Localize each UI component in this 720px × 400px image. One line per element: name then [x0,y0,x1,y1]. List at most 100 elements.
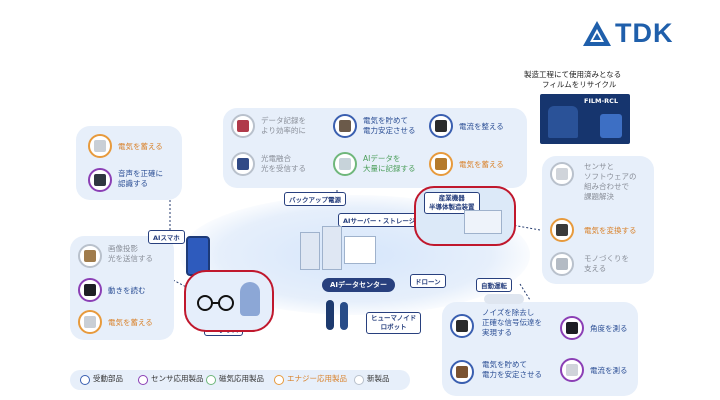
server-rack-2 [322,226,342,270]
inductor-icon [435,120,447,132]
microphone-sensor-icon [94,174,106,186]
recycled-jacket [548,106,578,138]
legend-magnetic-ring-icon [206,375,216,385]
dc-item-1-label: データ記録を より効率的に [261,116,306,135]
battery-cell-icon [84,316,96,328]
ai-server-tag: AIサーバー・ストレージ [338,213,421,227]
phone-item-2-label: 音声を正確に 認識する [118,169,163,188]
server-rack-3 [344,236,376,264]
legend-label-1: 受動部品 [93,374,123,383]
industrial-tag: 産業機器 半導体製造装置 [424,192,480,214]
dc-item-6-label: 電気を蓄える [459,160,504,169]
auto-panel: ノイズを除去し 正確な信号伝達を 実現する 角度を測る 電気を貯めて 電力を安定… [442,302,638,396]
capacitor-stack-icon [339,120,351,132]
smartphone-tag: AIスマホ [148,230,185,244]
legend-passive-ring-icon [80,375,90,385]
ar-item-2-label: 動きを読む [108,286,146,295]
phone-item-1-ring [88,134,112,158]
tdk-logo-mark-icon [583,21,611,46]
dc-item-2-label: 電気を貯めて 電力安定させる [363,116,416,135]
tdk-logo-text: TDK [615,18,674,48]
dc-item-5-ring [333,152,357,176]
datacenter-panel: データ記録を より効率的に 電気を貯めて 電力安定させる 電流を整える 光電融合… [223,108,527,188]
recycle-photo: FILM-RCL [540,94,630,144]
recycle-badge: FILM-RCL [584,97,619,105]
hdd-head-icon [237,120,249,132]
recycle-caption-1: 製造工程にて使用済みとなる [524,70,622,79]
dc-item-3-label: 電流を整える [459,122,504,131]
ind-item-1-label: センサと ソフトウェアの 組み合わせで 課題解決 [584,162,637,201]
auto-item-4-ring [560,358,584,382]
ind-item-3-ring [550,252,574,276]
auto-item-3-label: 電気を貯めて 電力を安定させる [482,360,542,379]
dc-item-5-label: AIデータを 大量に記録する [363,154,416,173]
drone-tag: ドローン [410,274,446,288]
recycled-bag [600,114,622,138]
manufacturing-machine-icon [556,258,568,270]
legend-energy-ring-icon [274,375,284,385]
legend-label-5: 新製品 [367,374,390,383]
tdk-logo: TDK [582,18,702,48]
data-center-pill: AIデータセンター [322,278,396,292]
ar-glass-highlight [184,270,274,332]
ar-item-3-label: 電気を蓄える [108,318,153,327]
ar-item-1-label: 画像投影 光を送信する [108,244,153,263]
smartphone-panel: 電気を蓄える 音声を正確に 認識する [76,126,182,200]
legend-label-3: 磁気応用製品 [219,374,264,383]
sensor-software-icon [556,168,568,180]
legend-bar: 受動部品 センサ応用製品 磁気応用製品 エナジー応用製品 新製品 [70,370,410,390]
auto-item-4-label: 電流を測る [590,366,628,375]
legend-sensor-ring-icon [138,375,148,385]
industrial-highlight: 産業機器 半導体製造装置 [414,186,516,246]
ar-item-2-ring [78,278,102,302]
ind-item-1-ring [550,162,574,186]
auto-item-3-ring [450,360,474,384]
backup-tag: バックアップ電源 [284,192,346,206]
ind-item-2-label: 電気を変換する [584,226,637,235]
legend-label-4: エナジー応用製品 [287,374,347,383]
legend-new-ring-icon [354,375,364,385]
auto-item-1-ring [450,314,474,338]
autonomous-car [484,294,524,304]
photonic-chip-icon [237,158,249,170]
dc-item-2-ring [333,114,357,138]
ind-item-3-label: モノづくりを 支える [584,254,629,273]
legend-label-2: センサ応用製品 [151,374,204,383]
phone-item-1-label: 電気を蓄える [118,142,163,151]
angle-sensor-icon [566,322,578,334]
humanoid-tag: ヒューマノイド ロボット [366,312,422,334]
ar-wearer [240,282,260,316]
auto-item-2-ring [560,316,584,340]
recycle-caption-2: フィルムをリサイクル [542,80,617,89]
humanoid-robot-2 [340,302,348,330]
ar-item-3-ring [78,310,102,334]
industry-panel: センサと ソフトウェアの 組み合わせで 課題解決 電気を変換する モノづくりを … [542,156,654,284]
dc-item-1-ring [231,114,255,138]
phone-item-2-ring [88,168,112,192]
auto-item-1-label: ノイズを除去し 正確な信号伝達を 実現する [482,308,542,337]
server-racks [300,222,380,272]
capacitor-array-icon [456,366,468,378]
humanoid-robot-1 [326,300,334,330]
factory-building [464,210,502,234]
auto-item-2-label: 角度を測る [590,324,628,333]
capacitor-icon [94,140,106,152]
projector-module-icon [84,250,96,262]
dc-item-6-ring [429,152,453,176]
current-sensor-icon [566,364,578,376]
ind-item-2-ring [550,218,574,242]
magnetic-head-icon [339,158,351,170]
battery-pack-icon [435,158,447,170]
dc-item-4-ring [231,152,255,176]
motion-sensor-icon [84,284,96,296]
dc-item-3-ring [429,114,453,138]
ar-item-1-ring [78,244,102,268]
glasses-icon [197,295,234,311]
auto-tag: 自動運転 [476,278,512,292]
noise-filter-icon [456,320,468,332]
server-rack-1 [300,232,320,270]
power-supply-icon [556,224,568,236]
ar-panel: 画像投影 光を送信する 動きを読む 電気を蓄える [70,236,174,340]
smartphone-illustration [186,236,210,276]
dc-item-4-label: 光電融合 光を受信する [261,154,306,173]
